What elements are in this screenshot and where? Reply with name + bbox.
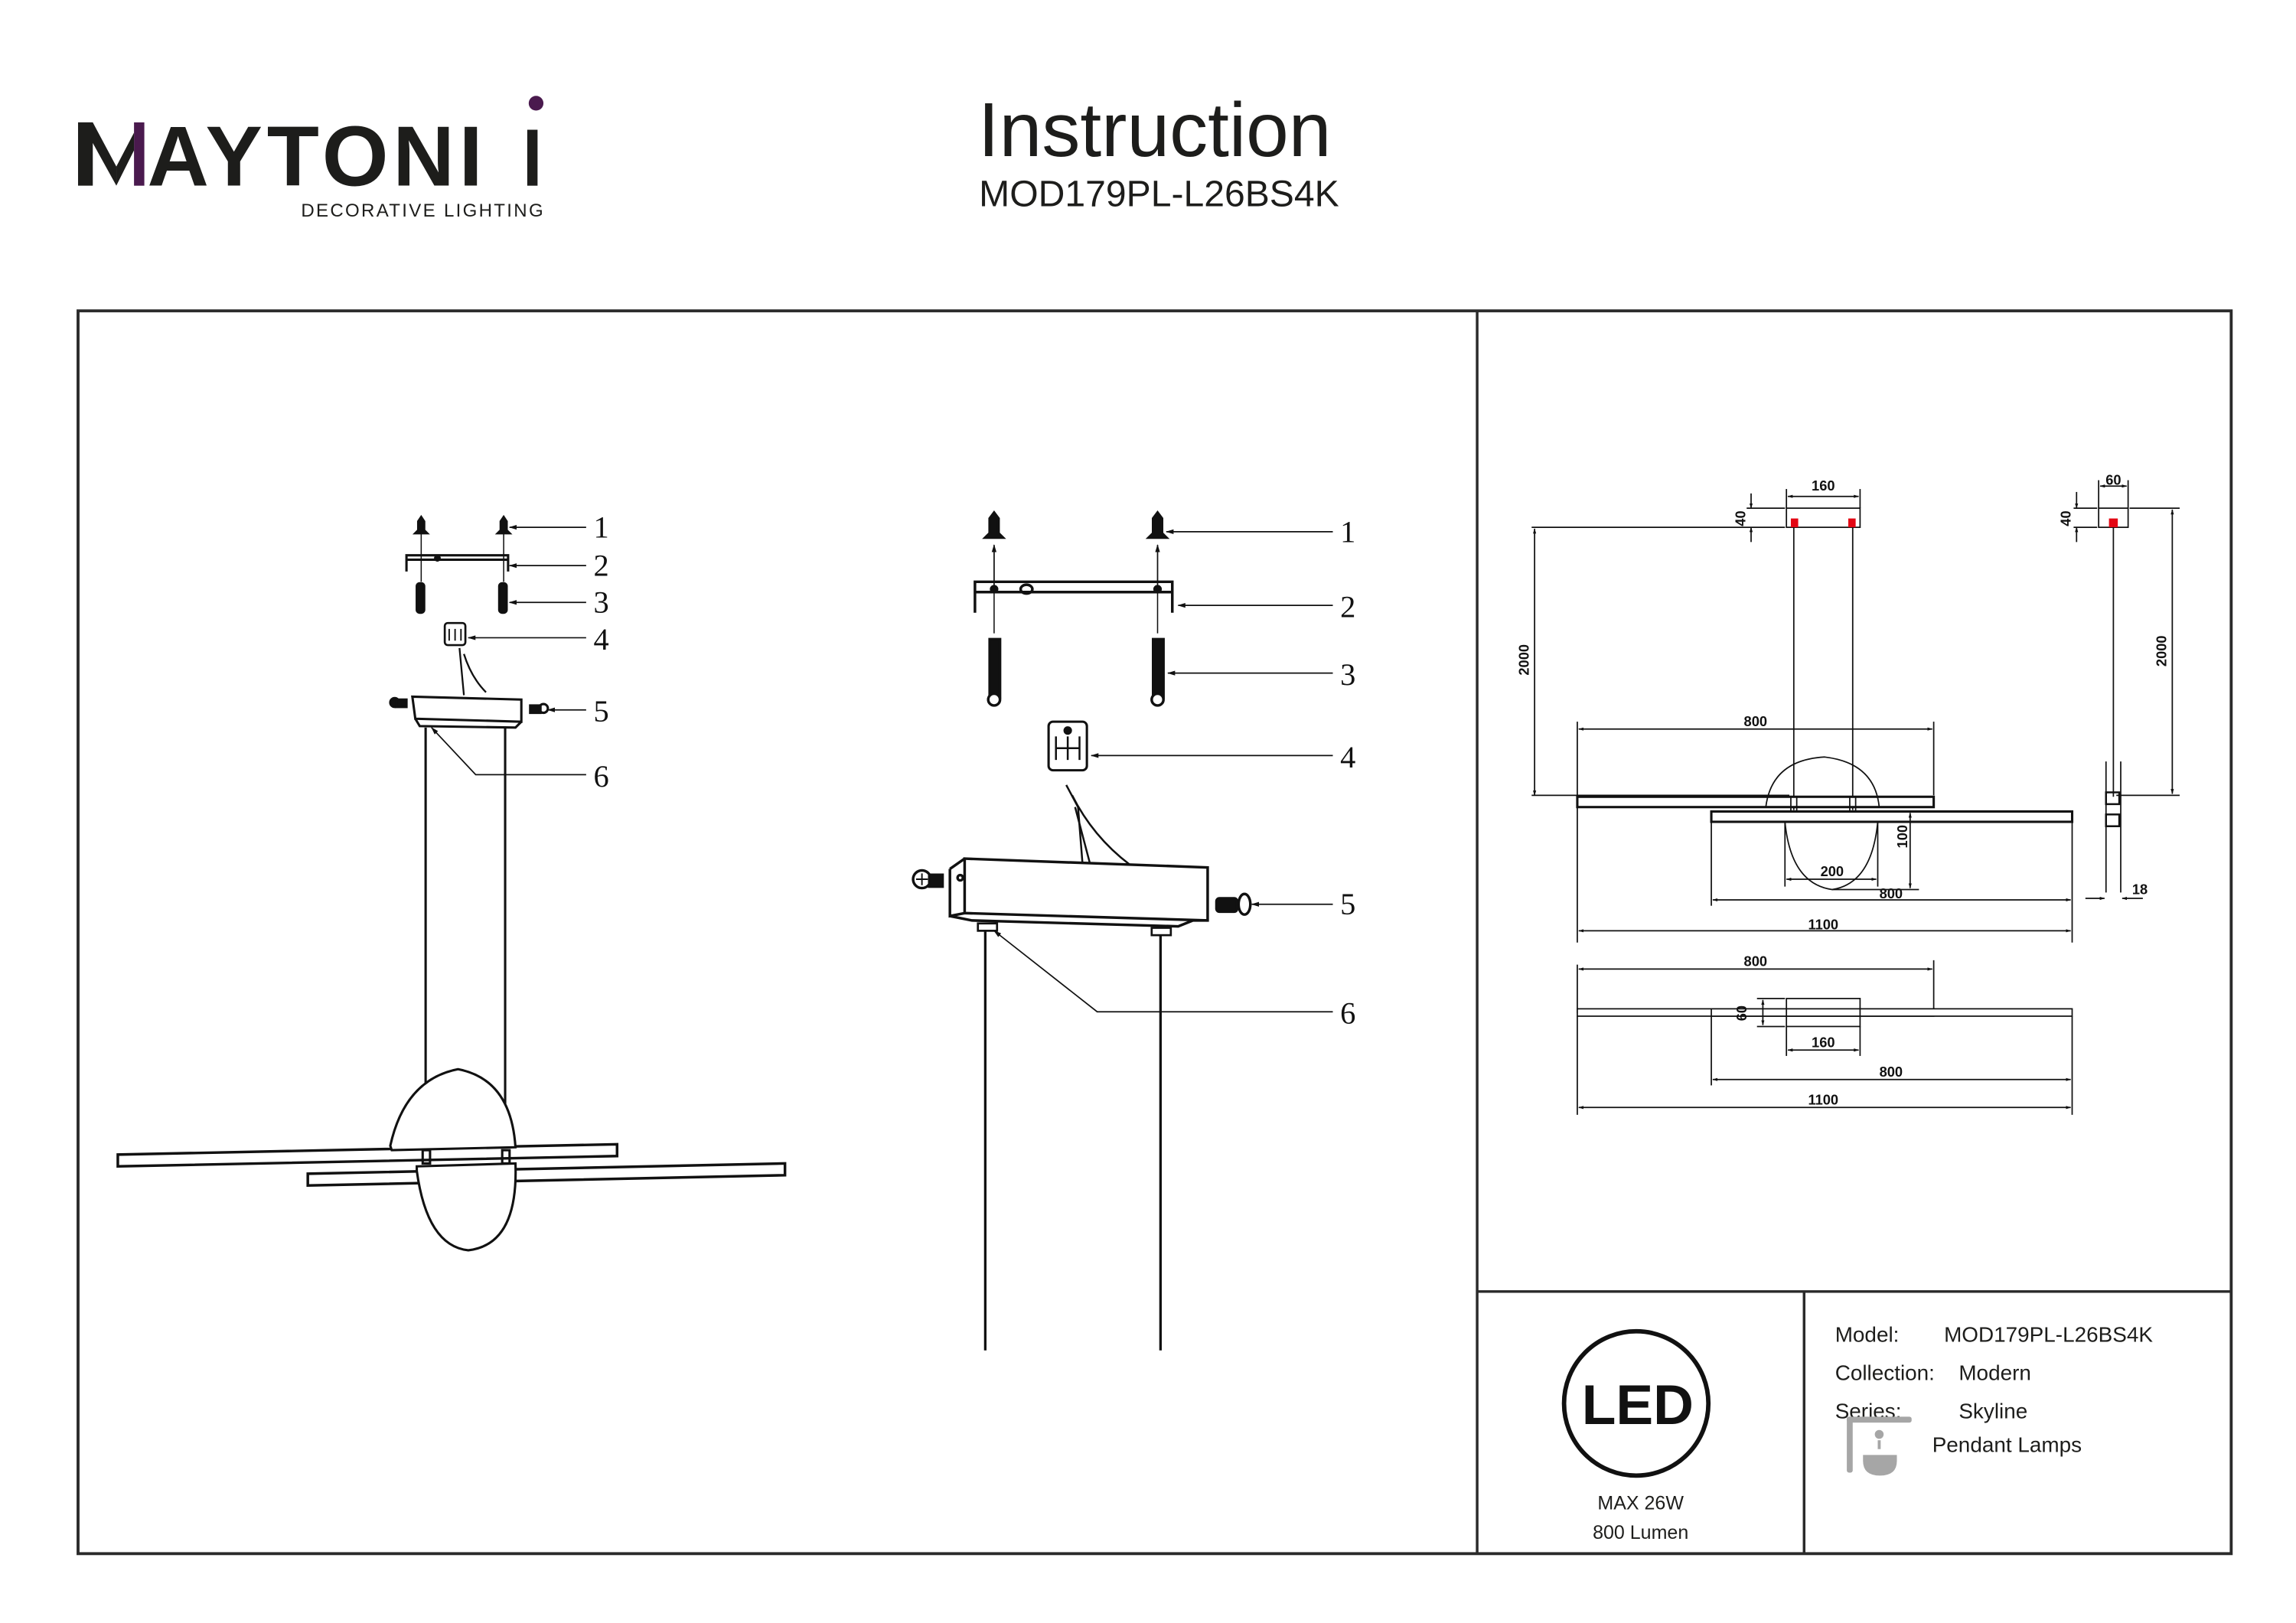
pendant-lamp-icon [1847, 1416, 1912, 1476]
led-badge-text: LED [1582, 1374, 1694, 1436]
assembly-overview-drawing [116, 514, 787, 1252]
power-rating: MAX 26W [1597, 1493, 1684, 1514]
brand-logo: AYTONI DECORATIVE LIGHTING [77, 96, 545, 221]
callout-label: 2 [1340, 589, 1355, 624]
canopy-outline [1786, 507, 1861, 528]
brand-tagline: DECORATIVE LIGHTING [301, 200, 545, 221]
exploded-view-callouts [993, 529, 1333, 1013]
dim-label: 200 [1821, 863, 1844, 879]
callout-label: 3 [1340, 657, 1355, 692]
logo-dot [528, 96, 544, 111]
wall-anchor-icon [416, 582, 508, 614]
callout-label: 6 [593, 759, 608, 794]
logo-m-glyph [77, 122, 145, 186]
pendant-lamp-body [116, 1067, 787, 1252]
canopy-outline [1786, 998, 1861, 1028]
dim-label: 800 [1744, 953, 1767, 970]
model-code-heading: MOD179PL-L26BS4K [979, 174, 1339, 215]
callout-label: 1 [593, 510, 608, 545]
spec-value-series: Skyline [1958, 1399, 2027, 1423]
dim-label: 100 [1894, 825, 1910, 848]
callout-label: 2 [593, 549, 608, 583]
front-view-dimension-labels: 160 40 2000 800 100 200 800 1100 [1515, 477, 1910, 932]
callout-label: 5 [1340, 887, 1355, 921]
exploded-view-labels: 1 2 3 4 5 6 [1340, 514, 1355, 1030]
front-view-dimension-drawing [1531, 489, 2074, 943]
dim-label: 60 [1733, 1005, 1750, 1021]
spec-value-collection: Modern [1958, 1361, 2031, 1384]
spec-label-collection: Collection: [1835, 1361, 1935, 1384]
canopy-box [411, 695, 523, 729]
dim-label: 60 [2105, 471, 2121, 487]
logo-wordmark: AYTONI [147, 109, 487, 204]
dim-label: 40 [1732, 510, 1748, 526]
callout-label: 4 [593, 622, 608, 657]
product-category: Pendant Lamps [1932, 1433, 2082, 1457]
side-view-dimension-drawing [2073, 480, 2180, 901]
side-view-dimension-labels: 60 40 2000 18 [2058, 471, 2170, 897]
dim-label: 2000 [2154, 635, 2170, 666]
terminal-block-icon [443, 621, 467, 647]
lower-light-bar [1710, 810, 2074, 823]
callout-label: 1 [1340, 514, 1355, 549]
callout-label: 4 [1340, 740, 1355, 774]
canopy-box [948, 857, 1209, 928]
terminal-block-icon [1047, 720, 1088, 772]
dim-label: 2000 [1515, 644, 1531, 676]
side-screw-icon [912, 869, 1252, 916]
spec-label-model: Model: [1835, 1322, 1900, 1346]
dim-label: 40 [2058, 510, 2074, 526]
assembly-overview-callouts [431, 524, 586, 776]
dim-label: 160 [1812, 1034, 1835, 1050]
led-badge: LED [1561, 1328, 1711, 1478]
dim-label: 18 [2132, 881, 2148, 897]
dim-label: 800 [1880, 885, 1903, 901]
mounting-bracket [974, 580, 1174, 613]
callout-label: 3 [593, 585, 608, 620]
callout-label: 5 [593, 694, 608, 728]
dim-label: 1100 [1808, 916, 1838, 932]
exploded-view-drawing [912, 510, 1252, 1351]
wall-anchor-icon [987, 637, 1165, 707]
lower-light-bar [1711, 1008, 2073, 1017]
spec-value-model: MOD179PL-L26BS4K [1944, 1322, 2153, 1346]
dim-label: 800 [1880, 1064, 1903, 1080]
top-view-dimension-drawing [1577, 960, 2073, 1115]
luminous-flux: 800 Lumen [1593, 1522, 1688, 1543]
assembly-overview-labels: 1 2 3 4 5 6 [593, 510, 608, 794]
mount-point-marker [2108, 518, 2118, 528]
document-title: Instruction [978, 87, 1332, 173]
screw-icon [982, 510, 1170, 539]
top-view-dimension-labels: 800 60 160 800 1100 [1733, 953, 1903, 1108]
spec-table: Model: MOD179PL-L26BS4K Collection: Mode… [1835, 1322, 2154, 1423]
mount-point-marker [1848, 518, 1856, 528]
mount-point-marker [1790, 518, 1799, 528]
sheet-frame [77, 309, 2233, 1556]
logo-accent-bar [134, 122, 145, 186]
screw-icon [412, 514, 513, 535]
dim-label: 800 [1744, 713, 1767, 729]
dim-label: 1100 [1808, 1091, 1838, 1107]
mounting-bracket [405, 554, 510, 572]
dim-label: 160 [1812, 477, 1835, 494]
callout-label: 6 [1340, 996, 1355, 1031]
upper-light-bar [1576, 795, 1936, 809]
